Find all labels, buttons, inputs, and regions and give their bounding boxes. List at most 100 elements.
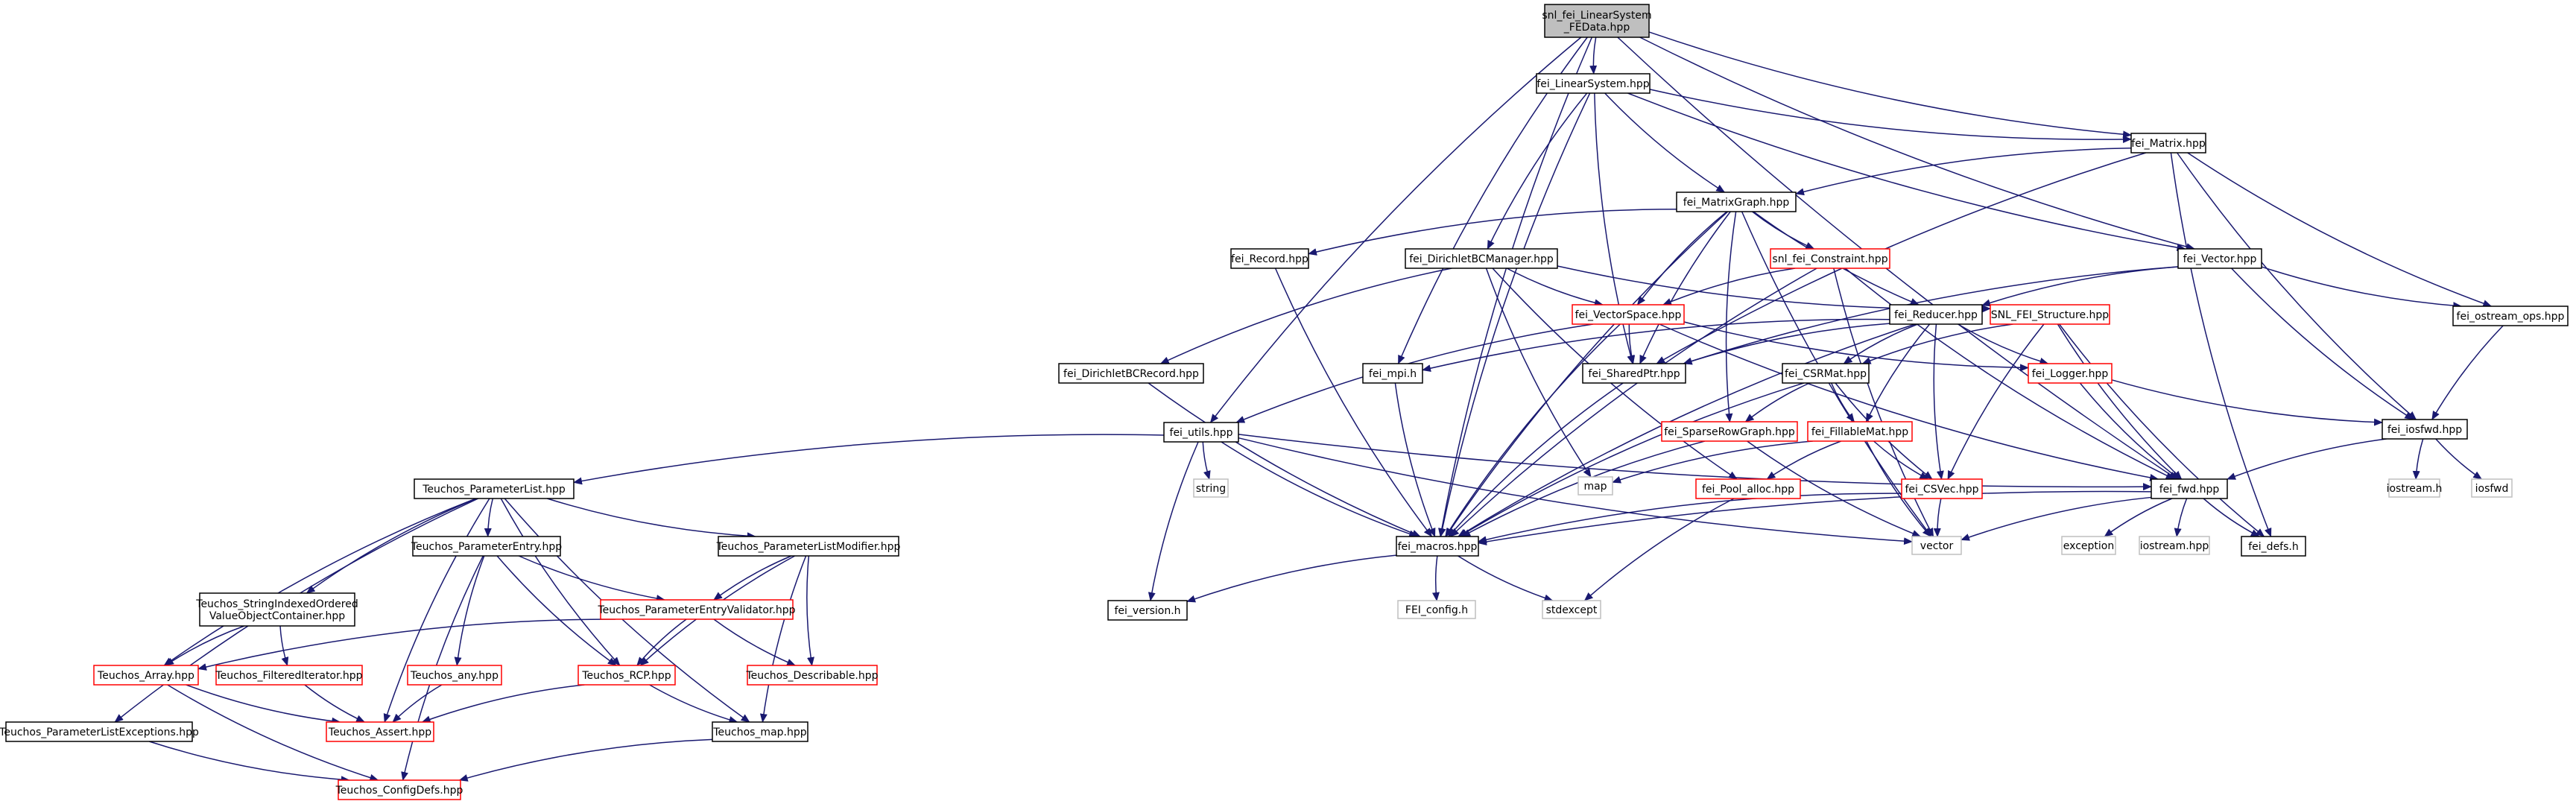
node-box	[2388, 478, 2440, 498]
edge-vectorspace-to-fwd	[1659, 323, 2159, 481]
graph-node-utils[interactable]: fei_utils.hpp	[1163, 422, 1239, 443]
edge-reducer-to-macros	[1458, 323, 1916, 537]
graph-node-string[interactable]: string	[1193, 478, 1229, 498]
graph-node-logger[interactable]: fei_Logger.hpp	[2028, 363, 2113, 384]
node-label: fei_DirichletBCRecord.hpp	[1063, 368, 1199, 380]
graph-node-pevalidator[interactable]: Teuchos_ParameterEntryValidator.hpp	[597, 599, 796, 620]
graph-node-linsys[interactable]: fei_LinearSystem.hpp	[1536, 73, 1651, 94]
graph-node-constraint[interactable]: snl_fei_Constraint.hpp	[1770, 248, 1890, 269]
edge-root-to-matrix	[1648, 31, 2132, 139]
node-box	[1107, 600, 1188, 621]
graph-node-filtered[interactable]: Teuchos_FilteredIterator.hpp	[215, 665, 363, 686]
graph-node-strindexed[interactable]: Teuchos_StringIndexedOrderedValueObjectC…	[195, 592, 358, 627]
node-box	[1661, 421, 1798, 442]
node-box	[2452, 306, 2569, 326]
edge-structure-to-fwd	[2057, 323, 2183, 480]
graph-node-describable[interactable]: Teuchos_Describable.hpp	[745, 665, 879, 686]
edge-matrixgraph-to-vectorspace	[1636, 211, 1727, 306]
edge-reducer-to-sharedptr	[1683, 323, 1890, 365]
graph-node-plistmod[interactable]: Teuchos_ParameterListModifier.hpp	[716, 536, 901, 557]
node-label: fei_CSRMat.hpp	[1785, 368, 1867, 380]
node-box	[1163, 422, 1239, 443]
graph-node-tarray[interactable]: Teuchos_Array.hpp	[93, 665, 199, 686]
graph-node-structure[interactable]: SNL_FEI_Structure.hpp	[1990, 304, 2110, 325]
graph-node-iostream_hpp[interactable]: iostream.hpp	[2139, 536, 2210, 555]
edge-pevalidator-to-tarray	[197, 618, 615, 671]
edge-plist-to-pentry	[484, 498, 494, 537]
edge-macros-to-feiconfig	[1431, 555, 1440, 601]
edge-macros-to-version	[1186, 554, 1397, 603]
graph-node-iostream_h[interactable]: iostream.h	[2387, 478, 2443, 498]
node-box	[2241, 536, 2306, 557]
graph-node-ostream_ops[interactable]: fei_ostream_ops.hpp	[2452, 306, 2569, 326]
graph-node-mpi[interactable]: fei_mpi.h	[1362, 363, 1423, 384]
graph-node-vector[interactable]: fei_Vector.hpp	[2177, 248, 2262, 269]
node-box	[2177, 248, 2262, 269]
edge-poolalloc-to-stdexcept	[1583, 498, 1735, 601]
node-label: Teuchos_RCP.hpp	[581, 670, 671, 682]
graph-node-map[interactable]: map	[1577, 476, 1613, 496]
node-label: stdexcept	[1546, 604, 1598, 616]
edge-vectorspace-to-macros	[1445, 323, 1621, 537]
node-box	[2471, 478, 2513, 498]
graph-node-version[interactable]: fei_version.h	[1107, 600, 1188, 621]
graph-node-record[interactable]: fei_Record.hpp	[1230, 248, 1309, 269]
node-box	[1901, 478, 1983, 499]
edge-matrix-to-matrixgraph	[1795, 148, 2132, 196]
graph-node-configdefs[interactable]: Teuchos_ConfigDefs.hpp	[335, 779, 463, 800]
node-box	[2028, 363, 2113, 384]
graph-node-iosfwd_hpp[interactable]: fei_iosfwd.hpp	[2382, 419, 2468, 440]
graph-node-sharedptr[interactable]: fei_SharedPtr.hpp	[1582, 363, 1686, 384]
graph-node-dirichletmgr[interactable]: fei_DirichletBCManager.hpp	[1405, 248, 1558, 269]
graph-node-tassert[interactable]: Teuchos_Assert.hpp	[326, 721, 434, 742]
graph-node-vectorspace[interactable]: fei_VectorSpace.hpp	[1572, 304, 1685, 325]
node-box	[2139, 536, 2210, 555]
edge-iosfwd_hpp-to-fwd	[2227, 438, 2387, 480]
node-label: Teuchos_ConfigDefs.hpp	[335, 785, 463, 797]
graph-node-plist[interactable]: Teuchos_ParameterList.hpp	[414, 478, 575, 499]
node-label: _FEData.hpp	[1563, 22, 1630, 34]
graph-node-tany[interactable]: Teuchos_any.hpp	[407, 665, 502, 686]
graph-node-poolalloc[interactable]: fei_Pool_alloc.hpp	[1695, 478, 1801, 499]
graph-node-tmap[interactable]: Teuchos_map.hpp	[712, 721, 808, 742]
graph-node-csrmat[interactable]: fei_CSRMat.hpp	[1782, 363, 1870, 384]
graph-node-feiconfig[interactable]: FEI_config.h	[1397, 600, 1476, 619]
edge-reducer-to-csvec	[1933, 323, 1944, 480]
edge-plist-to-tassert	[383, 498, 490, 723]
graph-node-stdexcept[interactable]: stdexcept	[1542, 600, 1601, 619]
node-label: fei_iosfwd.hpp	[2387, 424, 2462, 436]
graph-node-sparserow[interactable]: fei_SparseRowGraph.hpp	[1661, 421, 1798, 442]
graph-node-fillable[interactable]: fei_FillableMat.hpp	[1807, 421, 1913, 442]
node-label: iostream.hpp	[2140, 540, 2209, 552]
node-box	[1582, 363, 1686, 384]
graph-node-macros[interactable]: fei_macros.hpp	[1396, 536, 1479, 557]
graph-node-root[interactable]: snl_fei_LinearSystem_FEData.hpp	[1542, 4, 1652, 38]
node-box	[1577, 476, 1613, 496]
edge-csvec-to-vectorstd	[1933, 498, 1942, 537]
edge-csrmat-to-macros	[1458, 382, 1805, 537]
graph-node-trcp[interactable]: Teuchos_RCP.hpp	[577, 665, 676, 686]
node-box	[1362, 363, 1423, 384]
graph-node-iosfwd[interactable]: iosfwd	[2471, 478, 2513, 498]
graph-node-reducer[interactable]: fei_Reducer.hpp	[1889, 304, 1983, 325]
graph-node-vectorstd[interactable]: vector	[1911, 536, 1962, 555]
node-box	[1782, 363, 1870, 384]
graph-node-pentry[interactable]: Teuchos_ParameterEntry.hpp	[411, 536, 562, 557]
graph-node-matrix[interactable]: fei_Matrix.hpp	[2130, 133, 2206, 154]
edge-vectorspace-to-logger	[1683, 321, 2029, 372]
edge-linsys-to-vector	[1627, 92, 2186, 252]
graph-node-exception[interactable]: exception	[2061, 536, 2116, 555]
graph-node-dirichletrec[interactable]: fei_DirichletBCRecord.hpp	[1058, 363, 1204, 384]
edge-reducer-to-fillable	[1865, 323, 1931, 423]
node-layer: snl_fei_LinearSystem_FEData.hpp fei_Linea…	[0, 4, 2569, 800]
graph-node-plistexc[interactable]: Teuchos_ParameterListExceptions.hpp	[0, 721, 199, 742]
graph-node-csvec[interactable]: fei_CSVec.hpp	[1901, 478, 1983, 499]
node-box	[326, 721, 434, 742]
graph-node-defs[interactable]: fei_defs.h	[2241, 536, 2306, 557]
node-label: iostream.h	[2387, 483, 2443, 495]
graph-node-fwd[interactable]: fei_fwd.hpp	[2151, 478, 2228, 499]
graph-node-matrixgraph[interactable]: fei_MatrixGraph.hpp	[1676, 192, 1797, 212]
edge-fillable-to-poolalloc	[1766, 440, 1841, 480]
edge-logger-to-iosfwd_hpp	[2111, 379, 2383, 426]
